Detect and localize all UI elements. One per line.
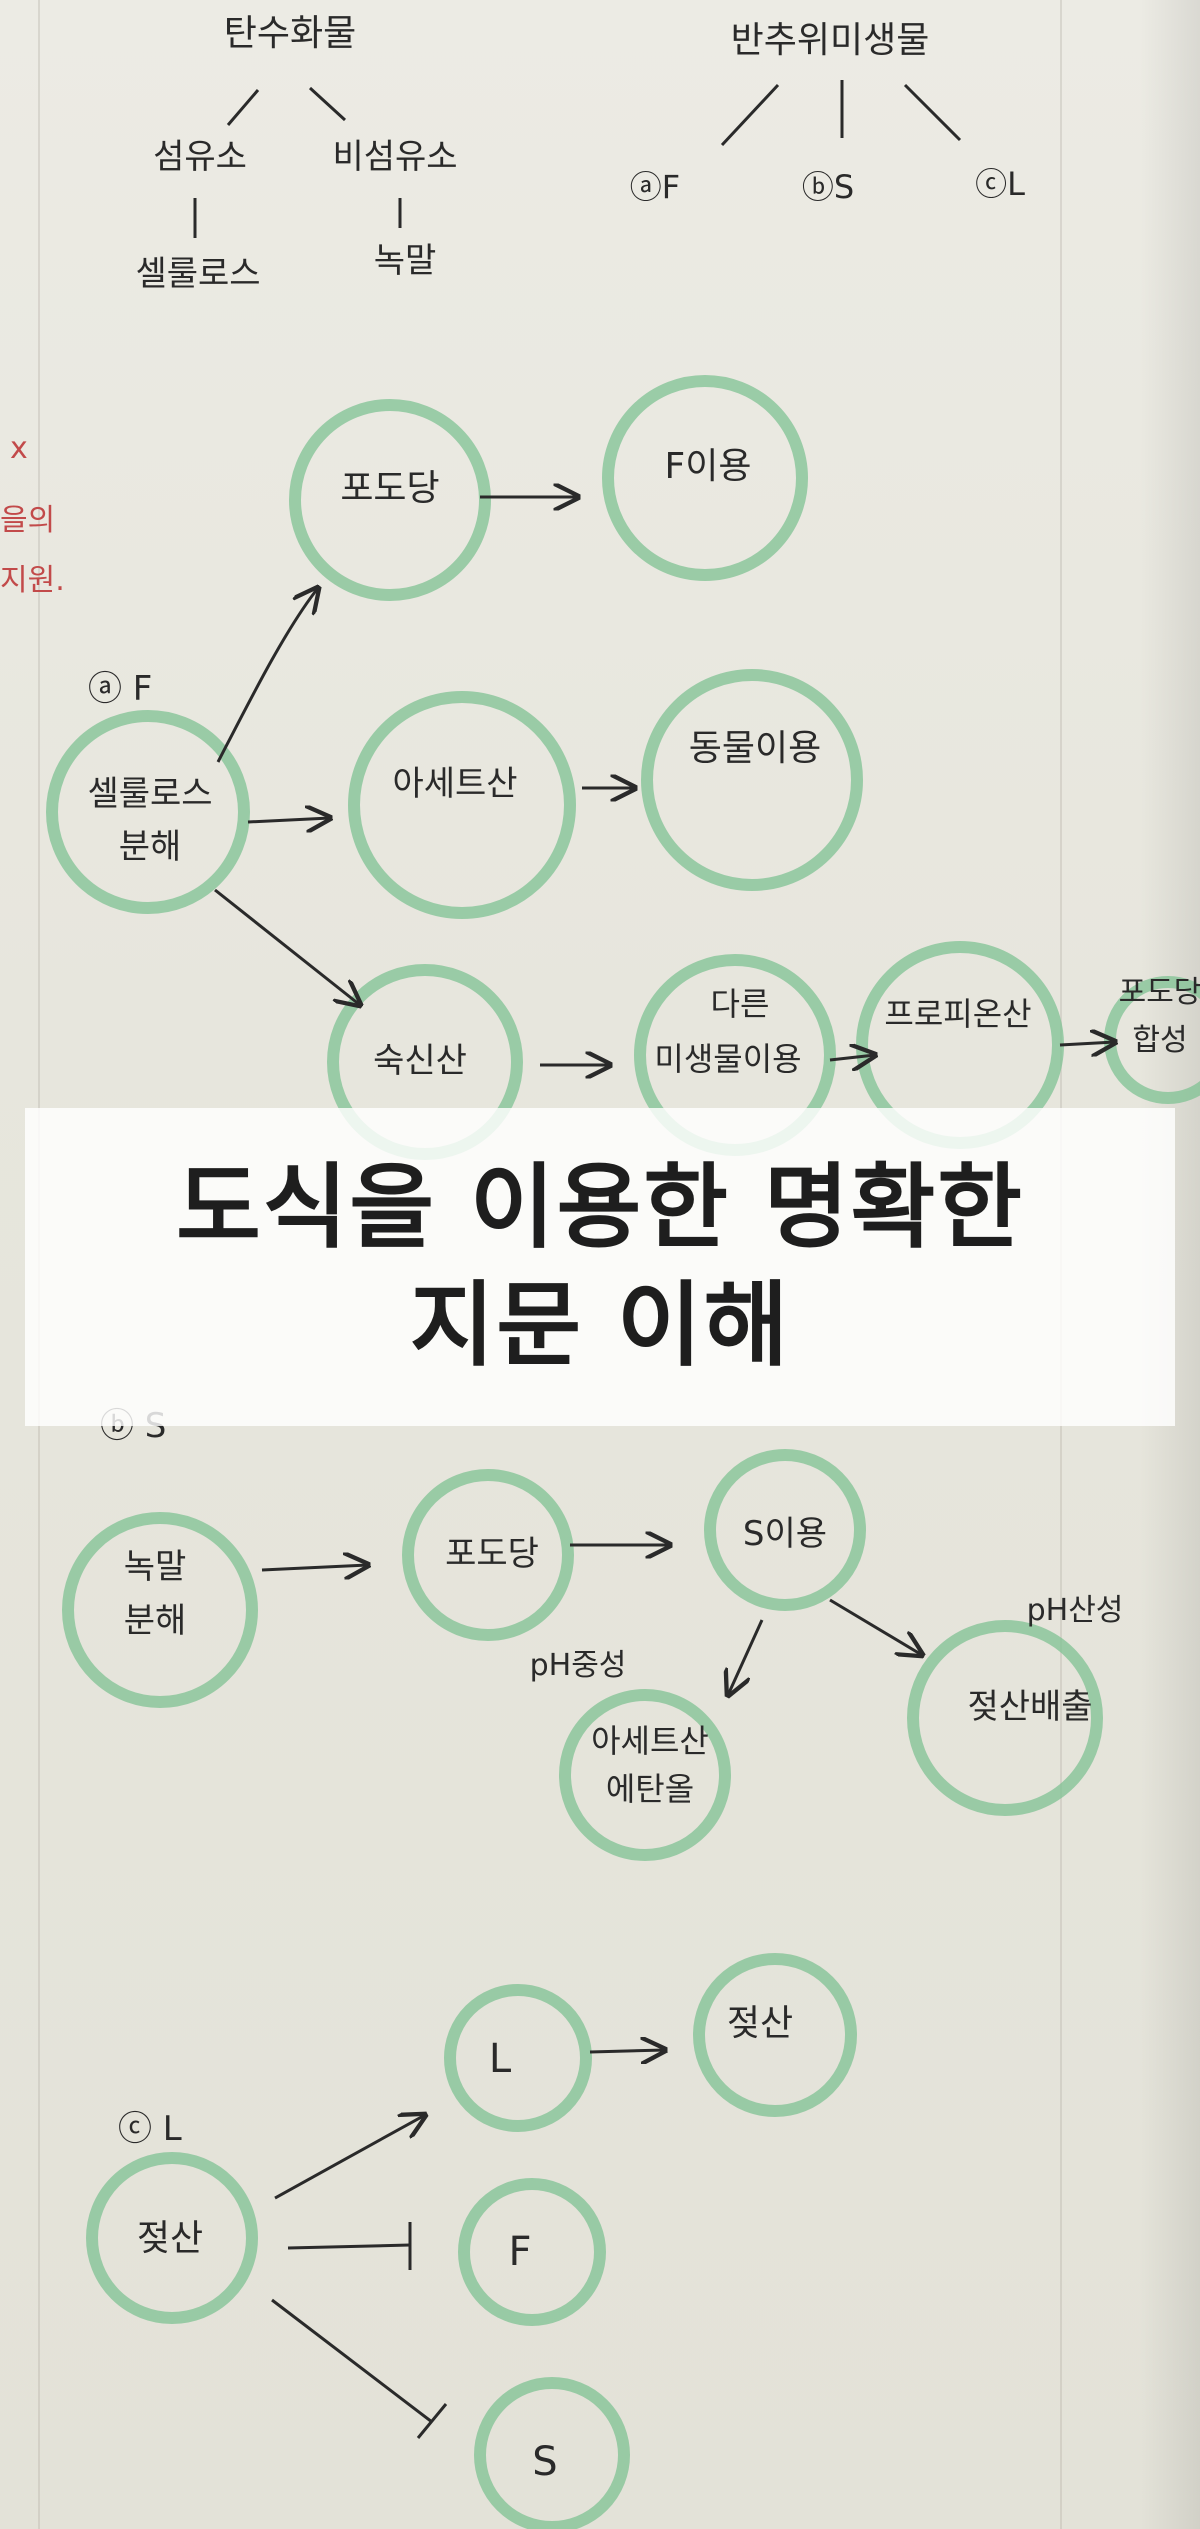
tree-rumen-microbe: 반추위미생물 ⓐF ⓑS ⓒL: [630, 20, 1025, 206]
node-cellulose-breakdown-line1: 셀룰로스: [87, 774, 212, 814]
tree-left-leaf-starch: 녹말: [374, 241, 437, 281]
node-other-microbe-line1: 다른: [711, 985, 770, 1023]
note-ph-acidic: pH산성: [1027, 1593, 1124, 1628]
node-propionate-label: 프로피온산: [884, 995, 1031, 1033]
tree-carbohydrate: 탄수화물 섬유소 비섬유소 셀룰로스 녹말: [135, 13, 457, 294]
margin-note-line-2: 을의: [0, 503, 55, 538]
arrow-cellulose-to-succinate: [214, 888, 360, 1005]
node-glucose-b-label: 포도당: [445, 1534, 539, 1574]
tree-left-branch-2: [308, 86, 347, 122]
tree-left-leaf-cellulose: 셀룰로스: [135, 254, 260, 294]
node-s-circle: [474, 2377, 630, 2529]
arrow-l-to-lactate: [589, 2050, 665, 2052]
inhibit-lactate-to-s-line: [271, 2298, 433, 2424]
node-lactate-source-circle: [86, 2152, 258, 2324]
arrow-s-use-to-lactate-release: [829, 1598, 922, 1655]
section-c-diagram: ⓒ L 젖산 L 젖산 F S: [86, 1953, 857, 2529]
margin-note-line-3: 지원.: [0, 563, 65, 598]
section-a-label: ⓐ F: [88, 669, 152, 709]
node-glucose-synthesis-line1: 포도당: [1119, 975, 1200, 1010]
node-other-microbe-line2: 미생물이용: [654, 1040, 801, 1078]
arrow-cellulose-to-glucose: [216, 588, 318, 763]
node-f-label: F: [508, 2229, 531, 2275]
node-animal-use-label: 동물이용: [689, 728, 821, 769]
node-lactate-target-label: 젖산: [727, 2003, 793, 2044]
tree-right-child-f: ⓐF: [630, 168, 680, 206]
node-starch-breakdown-line2: 분해: [124, 1601, 187, 1641]
tree-right-branch-3: [903, 83, 962, 142]
title-banner-line-2: 지문 이해: [409, 1272, 791, 1379]
tree-left-branch-1: [226, 89, 260, 126]
tree-right-root: 반추위미생물: [731, 20, 930, 61]
section-b-diagram: ⓑ S 녹말 분해 포도당 S이용 pH중성 아세트산 에탄올 pH산성 젖산배…: [62, 1406, 1124, 1861]
arrow-other-microbe-to-propionate: [829, 1055, 875, 1060]
node-acetate-ethanol-line2: 에탄올: [606, 1770, 694, 1808]
node-lactate-target-circle: [693, 1953, 857, 2117]
tree-right-child-l: ⓒL: [975, 165, 1025, 203]
node-acetate-label: 아세트산: [392, 764, 517, 804]
title-banner: 도식을 이용한 명확한 지문 이해: [25, 1108, 1175, 1426]
margin-note-line-1: x: [10, 431, 28, 466]
note-ph-neutral: pH중성: [530, 1648, 627, 1683]
tree-right-branch-1: [720, 83, 780, 147]
tree-left-root: 탄수화물: [224, 13, 356, 54]
title-banner-line-1: 도식을 이용한 명확한: [176, 1154, 1024, 1261]
tree-right-child-s: ⓑS: [802, 168, 854, 206]
section-c-label: ⓒ L: [118, 2109, 182, 2149]
margin-note-red: x 을의 지원.: [0, 431, 65, 598]
arrow-cellulose-to-acetate: [247, 818, 330, 822]
node-cellulose-breakdown-circle: [46, 710, 250, 914]
arrow-starch-to-glucose: [261, 1565, 368, 1570]
node-glucose-circle: [289, 399, 491, 601]
node-acetate-circle: [348, 691, 576, 919]
node-lactate-release-circle: [907, 1620, 1103, 1816]
node-s-label: S: [532, 2439, 557, 2485]
node-s-use-circle: [704, 1449, 866, 1611]
arrow-lactate-to-l: [274, 2115, 425, 2200]
node-f-circle: [458, 2178, 606, 2326]
node-cellulose-breakdown-line2: 분해: [119, 827, 182, 867]
node-lactate-release-label: 젖산배출: [967, 1687, 1092, 1727]
node-acetate-ethanol-circle: [559, 1689, 731, 1861]
node-animal-use-circle: [641, 669, 863, 891]
node-l-label: L: [489, 2036, 512, 2082]
node-f-use-circle: [602, 375, 808, 581]
tree-left-child-nonfiber: 비섬유소: [332, 137, 457, 177]
node-glucose-synthesis-line2: 합성: [1132, 1023, 1187, 1058]
node-succinate-label: 숙신산: [373, 1041, 467, 1081]
section-a-diagram: ⓐ F 셀룰로스 분해 포도당 F이용 아세트산 동물이용 숙신산 다른 미생물…: [46, 375, 1200, 1160]
node-acetate-ethanol-line1: 아세트산: [591, 1722, 709, 1760]
node-lactate-source-label: 젖산: [137, 2218, 203, 2259]
inhibit-lactate-to-s-bar: [416, 2403, 448, 2439]
tree-left-child-fiber: 섬유소: [153, 137, 247, 177]
node-starch-breakdown-line1: 녹말: [124, 1547, 187, 1587]
node-f-use-label: F이용: [665, 446, 752, 487]
arrow-propionate-to-glucose-synthesis: [1059, 1042, 1115, 1045]
node-s-use-label: S이용: [743, 1514, 827, 1554]
inhibit-lactate-to-f-line: [287, 2243, 411, 2250]
node-l-circle: [444, 1984, 592, 2132]
node-starch-breakdown-circle: [62, 1512, 258, 1708]
node-glucose-b-circle: [402, 1469, 574, 1641]
node-glucose-label: 포도당: [340, 468, 439, 509]
arrow-s-use-to-acetate-ethanol: [728, 1619, 764, 1695]
